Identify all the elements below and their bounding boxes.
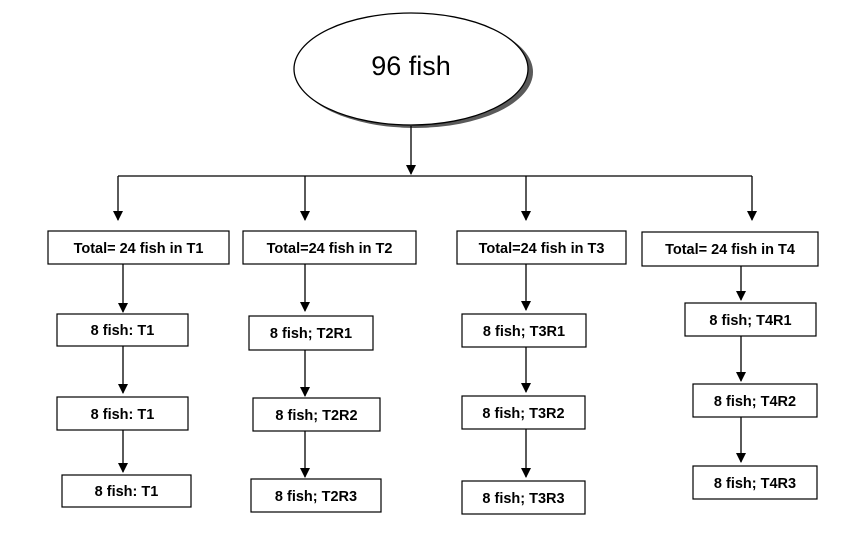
- total-label-t1: Total= 24 fish in T1: [74, 241, 204, 257]
- total-box-t4: Total= 24 fish in T4: [641, 231, 819, 267]
- replicate-label-t2-2: 8 fish; T2R2: [275, 408, 357, 424]
- replicate-label-t3-3: 8 fish; T3R3: [482, 491, 564, 507]
- group-t3: Total=24 fish in T3 8 fish; T3R1 8 fish;…: [456, 176, 627, 515]
- replicate-label-t4-1: 8 fish; T4R1: [709, 313, 791, 329]
- root-node-label: 96 fish: [371, 51, 451, 81]
- replicate-label-t2-1: 8 fish; T2R1: [270, 326, 352, 342]
- root-node-ellipse: [293, 12, 529, 126]
- replicate-label-t3-2: 8 fish; T3R2: [482, 406, 564, 422]
- root-node: 96 fish: [293, 12, 533, 128]
- replicate-label-t1-3: 8 fish: T1: [95, 484, 159, 500]
- replicate-box-t3-1: 8 fish; T3R1: [461, 313, 587, 348]
- replicate-box-t1-3: 8 fish: T1: [61, 474, 192, 508]
- replicate-label-t4-2: 8 fish; T4R2: [714, 394, 796, 410]
- replicate-label-t1-1: 8 fish: T1: [91, 323, 155, 339]
- total-label-t3: Total=24 fish in T3: [479, 241, 605, 257]
- replicate-box-t4-2: 8 fish; T4R2: [692, 383, 818, 418]
- replicate-box-t1-2: 8 fish: T1: [56, 396, 189, 431]
- replicate-box-t3-2: 8 fish; T3R2: [461, 395, 586, 430]
- total-box-t1: Total= 24 fish in T1: [47, 230, 230, 265]
- replicate-box-t1-1: 8 fish: T1: [56, 313, 189, 347]
- replicate-label-t4-3: 8 fish; T4R3: [714, 476, 796, 492]
- total-label-t4: Total= 24 fish in T4: [665, 242, 795, 258]
- replicate-box-t4-3: 8 fish; T4R3: [692, 465, 818, 500]
- replicate-label-t2-3: 8 fish; T2R3: [275, 489, 357, 505]
- group-t2: Total=24 fish in T2 8 fish; T2R1 8 fish;…: [242, 176, 417, 513]
- replicate-box-t2-3: 8 fish; T2R3: [250, 478, 382, 513]
- group-t4: Total= 24 fish in T4 8 fish; T4R1 8 fish…: [641, 176, 819, 500]
- replicate-box-t2-1: 8 fish; T2R1: [248, 315, 374, 351]
- replicate-label-t3-1: 8 fish; T3R1: [483, 324, 565, 340]
- replicate-label-t1-2: 8 fish: T1: [91, 407, 155, 423]
- total-label-t2: Total=24 fish in T2: [267, 241, 393, 257]
- replicate-box-t4-1: 8 fish; T4R1: [684, 302, 817, 337]
- total-box-t3: Total=24 fish in T3: [456, 230, 627, 265]
- group-t1: Total= 24 fish in T1 8 fish: T1 8 fish: …: [47, 176, 230, 508]
- replicate-box-t2-2: 8 fish; T2R2: [252, 397, 381, 432]
- replicate-box-t3-3: 8 fish; T3R3: [461, 480, 586, 515]
- root-connectors: [118, 126, 752, 177]
- total-box-t2: Total=24 fish in T2: [242, 230, 417, 265]
